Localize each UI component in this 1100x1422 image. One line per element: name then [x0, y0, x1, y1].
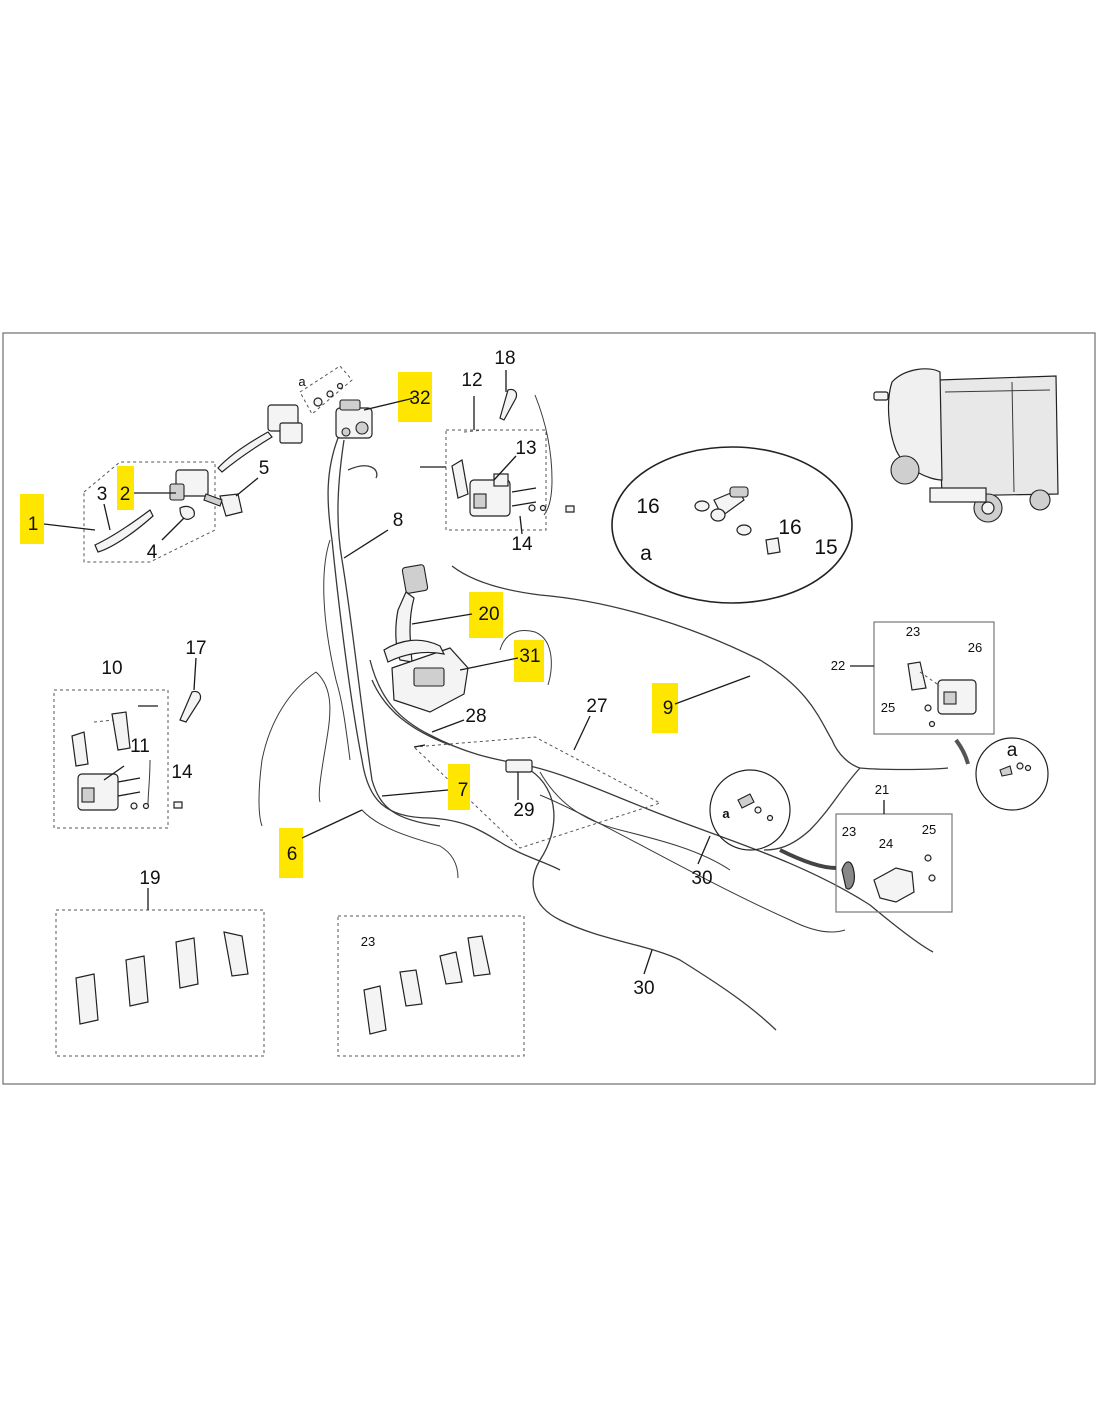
label-14-left: 14: [171, 762, 193, 783]
label-30-bottom: 30: [633, 978, 654, 999]
label-9: 9: [663, 698, 674, 719]
abs-modulator: [335, 399, 373, 439]
brake-cables: [258, 389, 949, 1031]
highlight-31: [514, 640, 544, 682]
label-10: 10: [101, 658, 122, 679]
brake-pad-set-23: [337, 915, 525, 1057]
label-5: 5: [259, 458, 270, 479]
brake-pedal-assembly: [383, 564, 469, 713]
label-7: 7: [458, 780, 469, 801]
brake-lever-assembly: [83, 461, 243, 563]
detail-a-small: [709, 769, 837, 870]
label-17: 17: [185, 638, 206, 659]
label-30-right: 30: [691, 868, 712, 889]
rear-left-caliper-group: [53, 689, 183, 829]
front-master-cylinder: [217, 365, 353, 473]
label-4: 4: [147, 542, 158, 563]
vehicle-illustration: [873, 368, 1059, 523]
label-25-rear: 25: [881, 700, 895, 715]
label-22: 22: [831, 658, 845, 673]
highlight-6: [279, 828, 303, 878]
front-right-caliper-group: [420, 429, 575, 531]
label-19: 19: [139, 868, 160, 889]
brake-lever-part: [94, 509, 154, 553]
diagram-frame: [2, 332, 1096, 1085]
label-28: 28: [465, 706, 486, 727]
highlight-32: [398, 372, 432, 422]
label-detail-a-top: a: [298, 374, 306, 389]
label-21: 21: [875, 782, 889, 797]
label-23-rear: 23: [906, 624, 920, 639]
bracket-17: [179, 690, 202, 723]
label-detail-a-right: a: [1007, 740, 1018, 761]
label-1: 1: [28, 514, 39, 535]
label-12: 12: [461, 370, 482, 391]
label-16-right: 16: [778, 516, 801, 539]
label-23-bracket: 23: [842, 824, 856, 839]
bracket-18: [499, 388, 518, 421]
highlight-1: [20, 494, 44, 544]
highlight-20: [469, 592, 503, 638]
label-3: 3: [97, 484, 108, 505]
clamp-part: [179, 505, 195, 520]
label-11: 11: [130, 736, 150, 757]
label-31: 31: [519, 646, 540, 667]
label-18: 18: [494, 348, 515, 369]
rear-caliper-bracket-group: [835, 813, 953, 913]
rear-right-caliper-group: [873, 621, 995, 735]
leader-lines: [43, 370, 885, 975]
highlight-9: [652, 683, 678, 733]
label-16-left: 16: [636, 495, 659, 518]
part-labels: 1 2 3 4 5 6 7 8 9 10 11 12 13 14 14 15 1…: [28, 348, 1018, 999]
detail-a-right: [954, 737, 1049, 811]
label-8: 8: [393, 510, 404, 531]
label-27: 27: [586, 696, 607, 717]
highlights: [20, 372, 678, 878]
highlight-2: [117, 466, 134, 510]
label-detail-a-small: a: [722, 806, 730, 821]
label-32: 32: [409, 388, 430, 409]
brake-pad-set-19: [55, 909, 265, 1057]
label-26: 26: [968, 640, 982, 655]
label-2: 2: [120, 484, 131, 505]
junction-29: [505, 759, 533, 773]
label-24: 24: [879, 836, 893, 851]
label-detail-a-circle: a: [640, 542, 652, 565]
label-29: 29: [513, 800, 534, 821]
label-14-top: 14: [511, 534, 533, 555]
bracket-part: [219, 493, 243, 517]
label-13: 13: [515, 438, 536, 459]
label-15: 15: [814, 536, 837, 559]
detail-a-circle: [611, 446, 853, 604]
label-6: 6: [287, 844, 298, 865]
label-20: 20: [478, 604, 499, 625]
highlight-7: [448, 764, 470, 810]
label-23-pads: 23: [361, 934, 375, 949]
label-25-bracket: 25: [922, 822, 936, 837]
